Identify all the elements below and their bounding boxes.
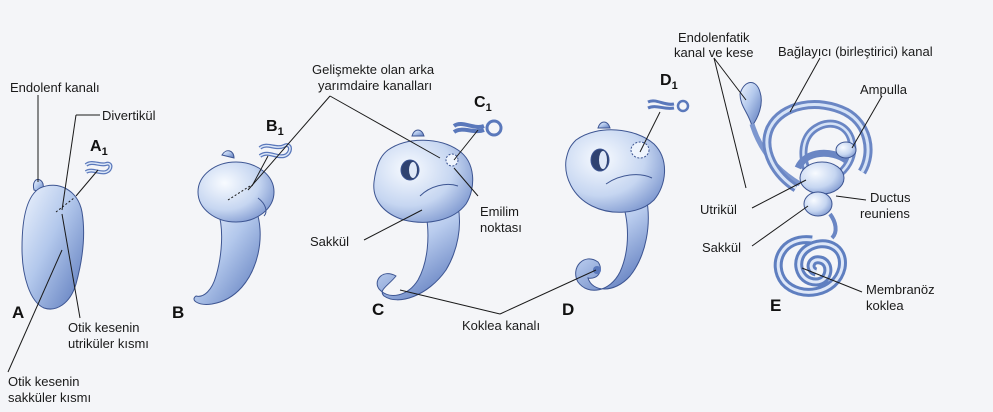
endolymphatic-sac	[740, 82, 761, 126]
utricular-part	[198, 162, 274, 222]
leader-utrikul	[752, 180, 806, 208]
membranous-cochlea	[778, 240, 842, 293]
label-sakkul-e: Sakkül	[702, 240, 741, 255]
stage-label-a: A	[12, 303, 24, 323]
stage-d-vesicle	[566, 122, 665, 290]
label-divertikul: Divertikül	[102, 108, 155, 123]
leader-koklea-c	[400, 290, 500, 314]
utricle-semicircular-d	[566, 130, 665, 212]
section-a1	[86, 163, 111, 172]
saccule	[804, 192, 832, 216]
stage-label-b: B	[172, 303, 184, 323]
label-ampulla: Ampulla	[860, 82, 907, 97]
section-label-a1: A1	[90, 138, 108, 158]
leader-c1	[454, 130, 478, 160]
section-label-b1: B1	[266, 118, 284, 138]
label-endolenf-kanali: Endolenf kanalı	[10, 80, 100, 95]
section-label-d1: D1	[660, 72, 678, 92]
utricle	[800, 162, 844, 194]
leader-gelismekte-b	[248, 96, 330, 190]
stage-label-c: C	[372, 300, 384, 320]
leader-ductus	[836, 196, 866, 200]
label-gelismekte-line2: yarımdaire kanalları	[318, 78, 432, 93]
leader-gelismekte-c	[330, 96, 440, 158]
ampulla	[836, 142, 856, 158]
label-emilim-line1: Emilim	[480, 204, 519, 219]
section-label-c1: C1	[474, 94, 492, 114]
stage-e-membranous-labyrinth	[740, 82, 868, 292]
section-d1	[648, 101, 688, 111]
label-endolenfatik-line2: kanal ve kese	[674, 45, 754, 60]
leader-koklea-d	[500, 270, 596, 314]
label-endolenfatik-line1: Endolenfatik	[678, 30, 750, 45]
utricle-semicircular-c	[374, 140, 473, 222]
label-utrikul: Utrikül	[700, 202, 737, 217]
label-koklea-kanali: Koklea kanalı	[462, 318, 540, 333]
saccular-tail	[194, 210, 260, 304]
label-sakkul-c: Sakkül	[310, 234, 349, 249]
label-otik-utrikuler-line2: utriküler kısmı	[68, 336, 149, 351]
label-membranoz-line1: Membranöz	[866, 282, 935, 297]
leader-a1	[76, 170, 98, 196]
section-c1	[454, 121, 501, 135]
label-otik-utrikuler-line1: Otik kesenin	[68, 320, 140, 335]
stage-label-e: E	[770, 296, 781, 316]
label-ductus-line2: reuniens	[860, 206, 910, 221]
otic-vesicle-body	[22, 185, 84, 309]
label-baglayici-kanal: Bağlayıcı (birleştirici) kanal	[778, 44, 933, 59]
label-otik-sakkuler-line2: sakküler kısmı	[8, 390, 91, 405]
label-otik-sakkuler-line1: Otik kesenin	[8, 374, 80, 389]
label-membranoz-line2: koklea	[866, 298, 904, 313]
stage-a-otic-vesicle	[22, 179, 84, 309]
label-emilim-line2: noktası	[480, 220, 522, 235]
leader-endolenfatik-2	[714, 58, 746, 188]
label-gelismekte-line1: Gelişmekte olan arka	[312, 62, 434, 77]
label-ductus-line1: Ductus	[870, 190, 910, 205]
stage-label-d: D	[562, 300, 574, 320]
ductus-reuniens	[830, 214, 836, 238]
